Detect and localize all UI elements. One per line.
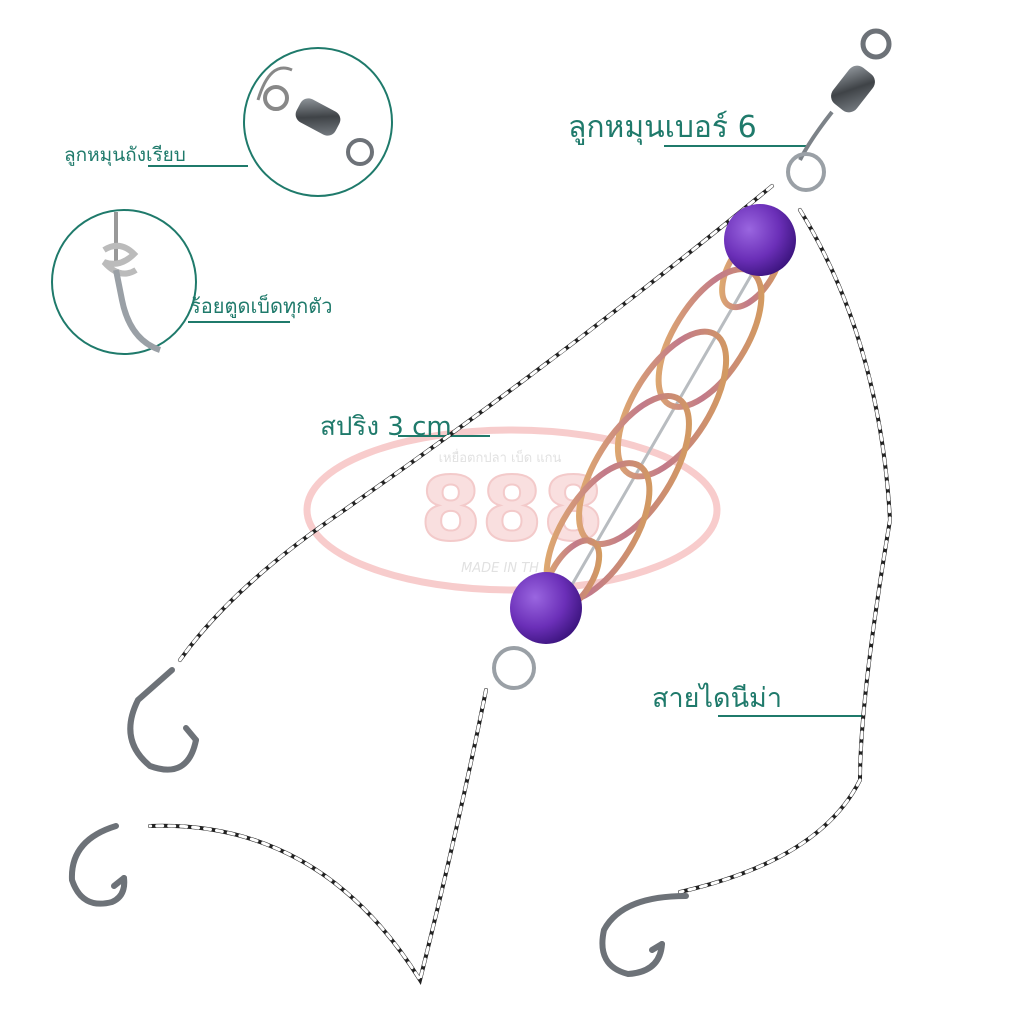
watermark-bottom-text: MADE IN TH — [461, 561, 539, 576]
knot-callout — [51, 209, 197, 355]
center-wire — [538, 259, 762, 641]
watermark-top-text: เหยื่อตกปลา เบ็ด แกน — [439, 448, 562, 466]
hook-left — [127, 667, 199, 773]
barrel-swivel-callout — [243, 47, 393, 197]
callout-lines — [148, 145, 862, 717]
dyneema-lines — [148, 184, 893, 986]
bottom-ring — [492, 646, 536, 690]
swivel-no6-label: ลูกหมุนเบอร์ 6 — [568, 110, 757, 145]
top-bead — [724, 204, 796, 276]
bottom-bead — [510, 572, 582, 644]
spring-size-label: สปริง 3 cm — [320, 412, 452, 442]
barrel-swivel-label: ลูกหมุนถังเรียบ — [64, 144, 186, 166]
dyneema-line-label: สายไดนีม่า — [652, 683, 782, 714]
hook-bottom-left — [68, 823, 128, 907]
hook-bottom-right — [599, 893, 689, 978]
swivel-no6 — [786, 28, 892, 192]
knot-every-hook-label: ร้อยตูดเบ็ดทุกตัว — [190, 294, 333, 318]
